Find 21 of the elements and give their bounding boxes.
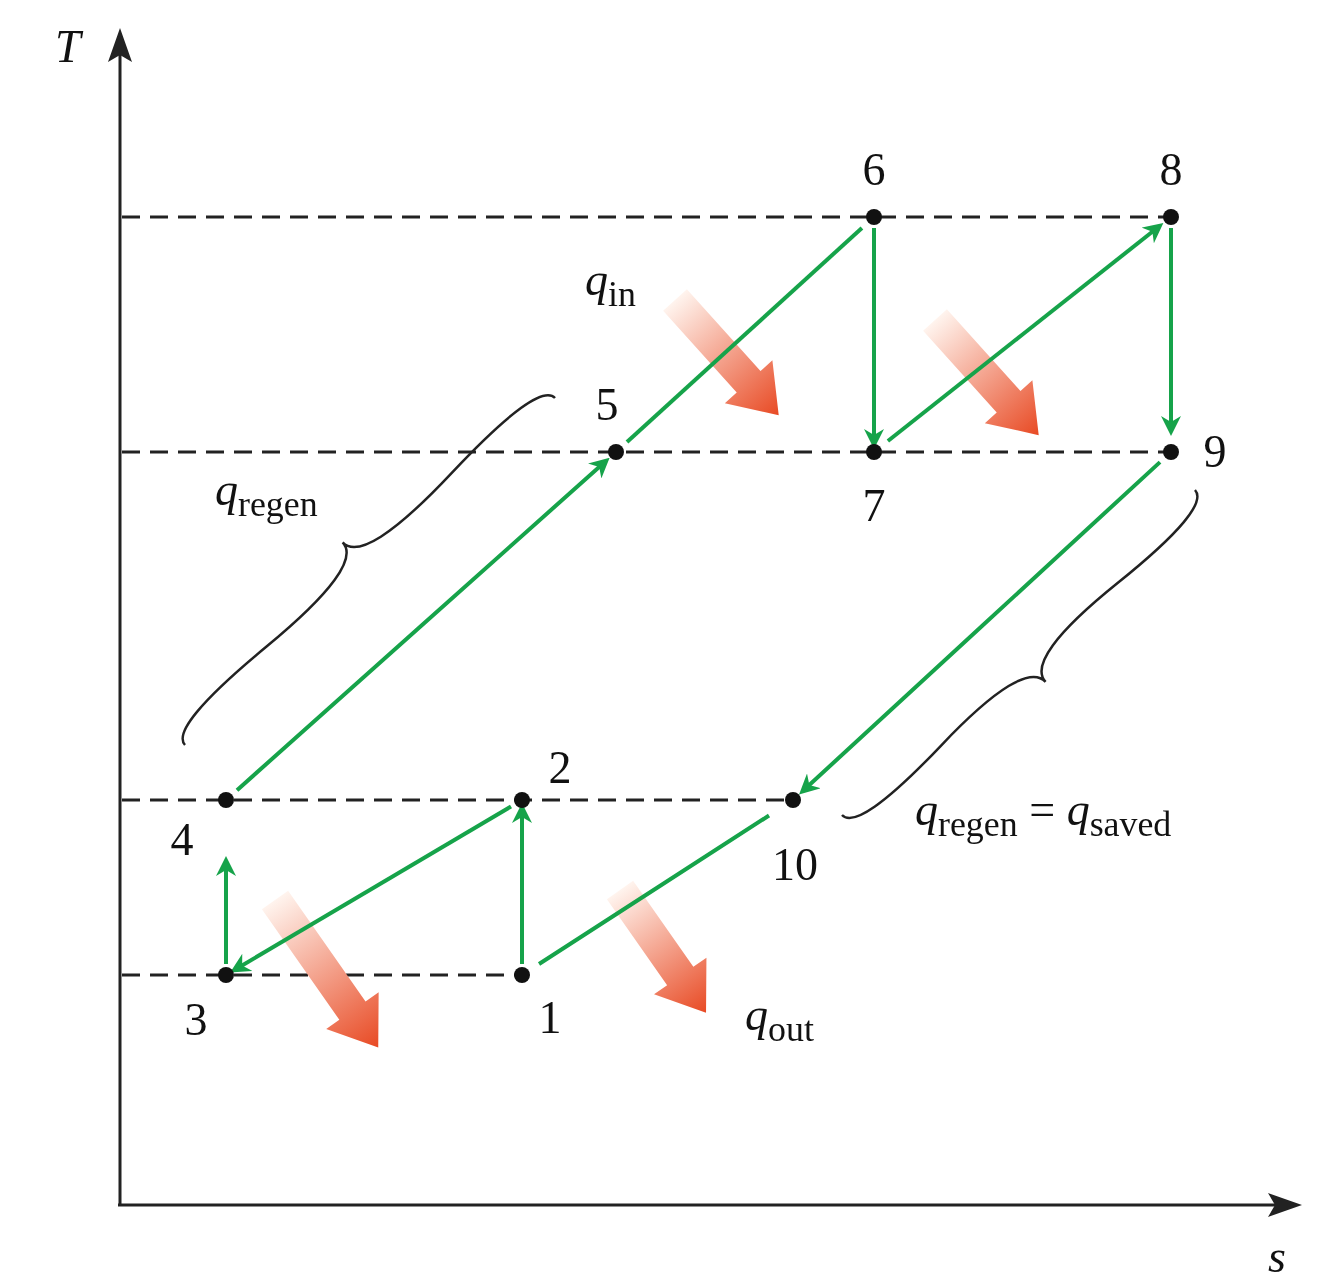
state-point-number: 9 — [1203, 430, 1227, 474]
process-arrow — [230, 804, 513, 973]
process-arrow — [886, 223, 1164, 443]
state-point-number: 6 — [862, 148, 886, 192]
process-arrow — [216, 856, 236, 964]
state-point-number: 1 — [538, 996, 562, 1040]
process-arrow — [1161, 228, 1181, 436]
state-point-number: 8 — [1159, 148, 1183, 192]
state-point-number: 5 — [595, 383, 619, 427]
state-point-number: 4 — [170, 818, 194, 862]
heat-label: q$_{out}$ — [745, 990, 814, 1051]
heat-label: q$_{regen}$ — [215, 465, 318, 526]
process-arrow — [799, 460, 1162, 795]
state-point-number: 2 — [548, 746, 572, 790]
state-point-number: 10 — [771, 843, 819, 887]
axis-label: s — [1268, 1232, 1286, 1276]
heat-label: q$_{regen}$ = q$_{saved}$ — [915, 785, 1172, 846]
state-point-number: 7 — [862, 484, 886, 528]
process-arrow — [235, 457, 610, 792]
heat-label: q$_{in}$ — [585, 255, 636, 316]
state-point-number: 3 — [184, 998, 208, 1042]
